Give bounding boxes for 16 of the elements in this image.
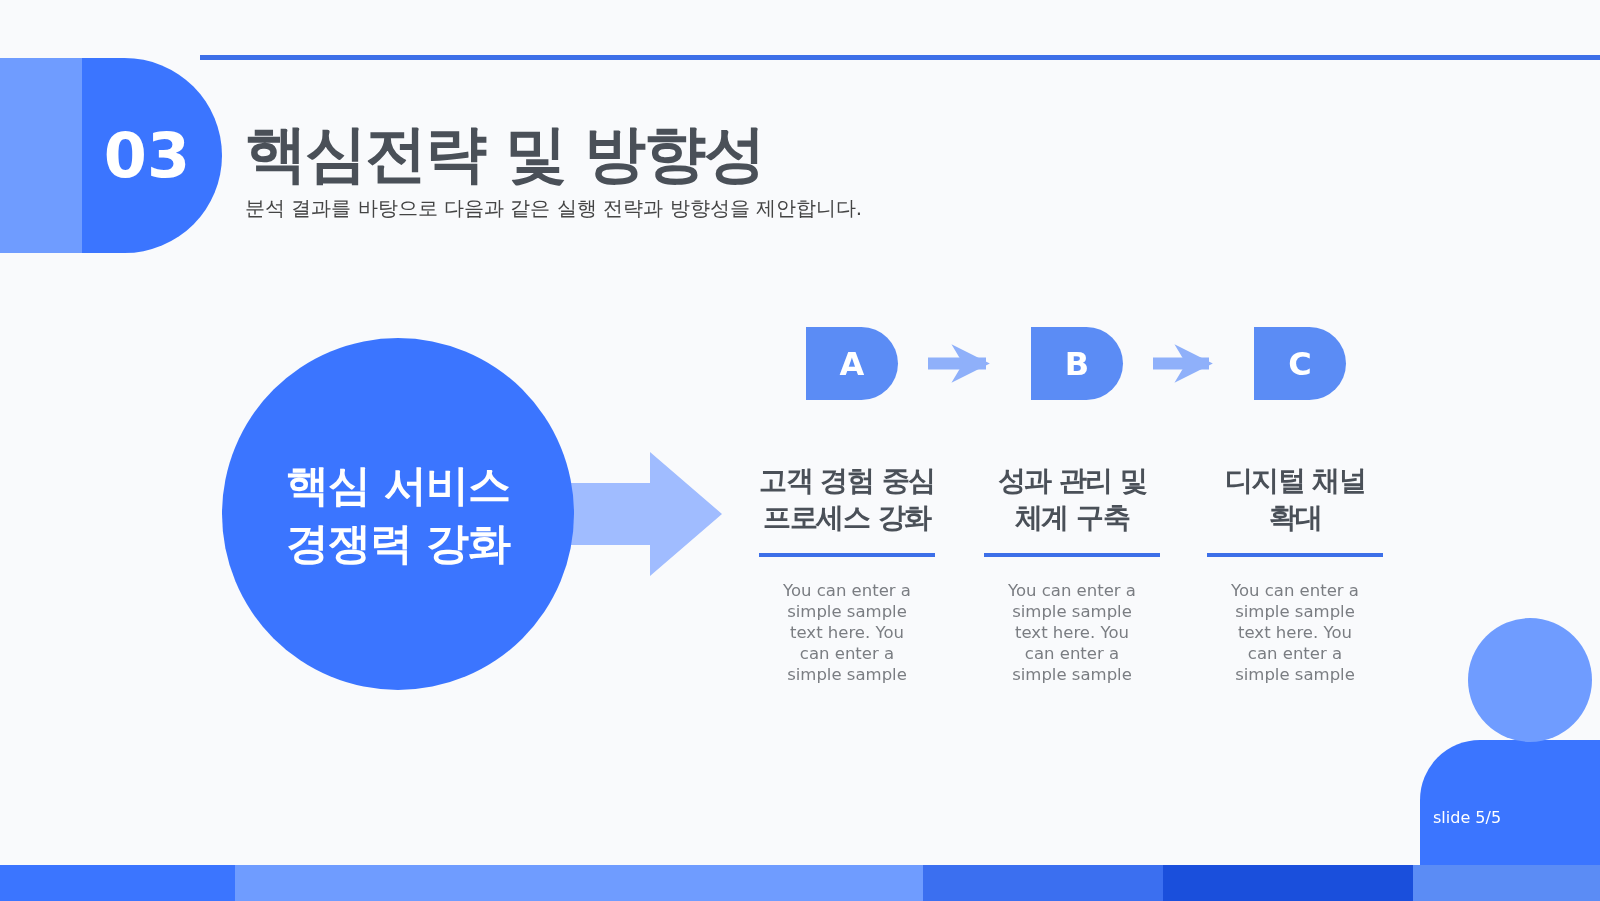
slide-title: 핵심전략 및 방향성 [245, 116, 765, 192]
section-number-badge: 03 [82, 58, 222, 253]
step-tab: A [806, 327, 898, 400]
strategy-circle: 핵심 서비스 경쟁력 강화 [222, 338, 574, 690]
step-tab: C [1254, 327, 1346, 400]
step-description: You can enter a simple sample text here. You can enter a simple sample [1007, 580, 1137, 685]
step-description: You can enter a simple sample text here. You can enter a simple sample [1230, 580, 1360, 685]
step-heading: 성과 관리 및 체계 구축 [996, 463, 1148, 536]
step-heading: 고객 경험 중심 프로세스 강화 [758, 463, 936, 536]
subtitle: 분석 결과를 바탕으로 다음과 같은 실행 전략과 방향성을 제안합니다. [245, 195, 863, 222]
step-tab: B [1031, 327, 1123, 400]
chevron-arrow [1153, 344, 1213, 383]
step-heading: 디지털 채널 확대 [1223, 463, 1367, 536]
step-description: You can enter a simple sample text here. You can enter a simple sample [782, 580, 912, 685]
slide-number: slide 5/5 [1433, 808, 1502, 827]
chevron-arrow [928, 344, 990, 383]
